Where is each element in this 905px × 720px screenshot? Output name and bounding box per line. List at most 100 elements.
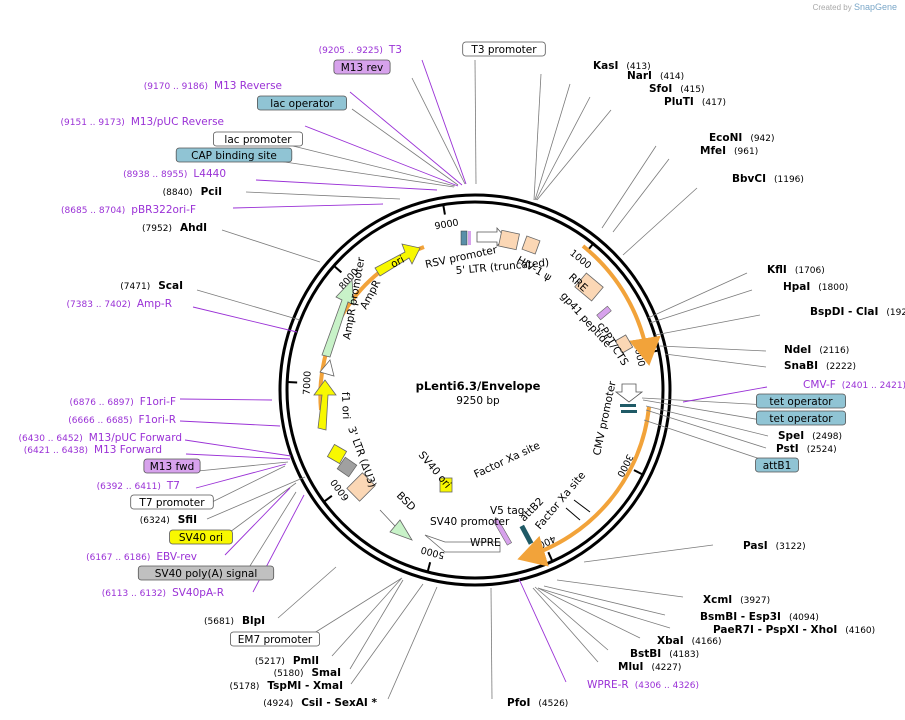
ltr5-block [498, 229, 520, 251]
feat-v5-tag: V5 tag [490, 505, 524, 517]
primer-pos: (9205 .. 9225) [319, 46, 383, 56]
leader-line [197, 461, 289, 472]
primer-name: M13/pUC Forward [89, 432, 182, 444]
enzyme-name: PmlI [293, 655, 319, 667]
feature-box-text: T3 promoter [470, 44, 537, 56]
primer-label: (9151 .. 9173)M13/pUC Reverse [61, 116, 224, 128]
enzyme-name: PasI [743, 540, 768, 552]
tick-mark [426, 562, 432, 573]
primer-name: WPRE-R [587, 679, 629, 691]
primer-pos: (6876 .. 6897) [70, 398, 134, 408]
primer-name: CMV-F [803, 379, 836, 391]
leader-line [206, 476, 306, 520]
enzyme-name: BsmBI - Esp3I [700, 611, 781, 623]
leader-line [221, 229, 321, 263]
leader-line [387, 586, 438, 700]
primer-label: (6167 .. 6186)EBV-rev [86, 551, 197, 563]
primer-label: (7383 .. 7402)Amp-R [67, 298, 172, 310]
primer-label: (6876 .. 6897) F1ori-F [70, 396, 177, 408]
enzyme-name: PfoI [507, 697, 530, 709]
leader-line [277, 566, 337, 619]
leader-line [224, 487, 291, 556]
primer-pos: (4306 .. 4326) [635, 681, 699, 691]
feature-box-label: tet operator [756, 393, 847, 409]
enzyme-label: (5217)PmlI [255, 655, 319, 667]
enzyme-pos: (7952) [142, 224, 172, 234]
enzyme-label: PasI(3122) [743, 540, 806, 552]
tick-mark [442, 204, 446, 215]
feature-box-text: tet operator [769, 396, 833, 408]
tick-label: 9000 [434, 217, 460, 232]
primer-label: (9170 .. 9186)M13 Reverse [144, 80, 282, 92]
primer-name: M13 Forward [94, 444, 162, 456]
leader-line [310, 577, 403, 636]
leader-line [331, 578, 402, 657]
sv40-polya-block [336, 456, 358, 478]
feature-box [137, 565, 275, 581]
primer-label: (6421 .. 6438)M13 Forward [24, 444, 162, 456]
leader-line [659, 345, 767, 352]
feature-box-label: CAP binding site [175, 147, 293, 163]
v5-tag-block [492, 517, 513, 546]
leader-line [642, 399, 768, 422]
tick-mark [633, 469, 644, 476]
feat-factor-xa-1: Factor Xa site [472, 440, 542, 481]
feature-box-label: T7 promoter [130, 494, 214, 510]
enzyme-name: SfiI [178, 514, 197, 526]
enzyme-pos: (417) [702, 98, 726, 108]
enzyme-pos: (5178) [229, 682, 259, 692]
feature-box-text: CAP binding site [191, 150, 277, 162]
ampr-arrow [321, 279, 355, 358]
leader-line [244, 491, 297, 575]
leader-line [195, 463, 287, 489]
enzyme-name: PstI [776, 443, 799, 455]
feature-box-text: M13 fwd [150, 461, 195, 473]
primer-pos: (2401 .. 2421) [842, 381, 905, 391]
leader-line [225, 482, 297, 536]
primer-pos: (6113 .. 6132) [102, 589, 166, 599]
enzyme-label: BbvCI(1196) [732, 173, 804, 185]
primer-pos: (7383 .. 7402) [67, 300, 131, 310]
leader-line [196, 289, 301, 321]
plasmid-size: 9250 bp [456, 395, 500, 407]
leader-line [622, 187, 698, 256]
leader-line [612, 158, 670, 233]
leader-line [490, 587, 493, 700]
enzyme-pos: (2524) [807, 445, 837, 455]
primer-label: (6113 .. 6132)SV40pA-R [102, 587, 224, 599]
feat-wpre: WPRE [470, 537, 501, 549]
enzyme-label: (7471)ScaI [120, 280, 183, 292]
feat-cmv-promoter: CMV promoter [591, 379, 619, 456]
leader-line [245, 191, 401, 200]
leader-line [474, 59, 477, 185]
enzyme-name: PluTI [664, 96, 694, 108]
primer-name: T3 [388, 44, 402, 56]
primer-name: F1ori-F [140, 396, 176, 408]
enzyme-pos: (6324) [140, 516, 170, 526]
enzyme-label: NdeI(2116) [784, 344, 849, 356]
enzyme-label: (6324) SfiI [140, 514, 197, 526]
enzyme-name: KasI [593, 60, 618, 72]
feature-box [169, 529, 233, 545]
feature-box-text: lac operator [270, 98, 334, 110]
tet-op2-block [621, 410, 637, 413]
enzyme-name: NarI [627, 70, 652, 82]
snapgene-brand: Created by SnapGene [813, 2, 897, 12]
lac-block [460, 230, 468, 246]
factor-xa-mark2 [565, 507, 581, 521]
backbone-inner-ring [285, 200, 665, 580]
snapgene-logo: SnapGene [853, 2, 897, 12]
leader-line [421, 59, 467, 185]
enzyme-label: (7952)AhdI [142, 222, 207, 234]
cmv-transcript-arc [517, 406, 651, 567]
primer-name: M13 Reverse [214, 80, 282, 92]
enzyme-name: NdeI [784, 344, 811, 356]
enzyme-label: BspDI - ClaI(1923) [810, 306, 905, 318]
feature-box [212, 131, 303, 147]
rre-region-arc [581, 244, 661, 366]
primer-label: (6430 .. 6452)M13/pUC Forward [19, 432, 182, 444]
leader-line [179, 420, 281, 427]
primer-pos: (6392 .. 6411) [97, 482, 161, 492]
leader-line [185, 453, 291, 460]
primer-label: (8938 .. 8955)L4440 [123, 168, 226, 180]
